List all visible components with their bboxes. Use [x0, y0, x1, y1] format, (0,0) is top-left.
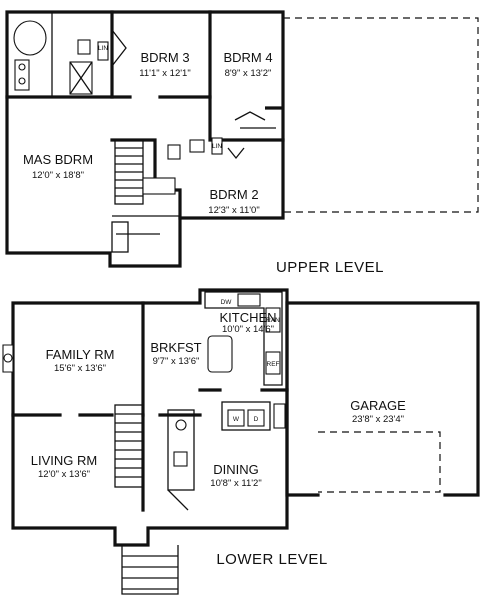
- room-name-brkfst: BRKFST: [150, 340, 201, 355]
- bathtub-icon: [13, 20, 47, 56]
- room-name-living-rm: LIVING RM: [31, 453, 97, 468]
- fireplace-hearth-icon: [3, 353, 13, 363]
- room-size-brkfst: 9'7" x 13'6": [153, 356, 200, 367]
- entry-steps: [121, 545, 179, 595]
- mas-closet: [112, 215, 180, 235]
- laundry-room: [221, 401, 271, 431]
- linen-closet-b-icon: [211, 137, 223, 155]
- linen-closet-icon: [97, 41, 109, 61]
- room-size-bdrm2: 12'3" x 11'0": [208, 205, 259, 216]
- room-name-mas-bdrm: MAS BDRM: [23, 152, 93, 167]
- room-size-mas-bdrm: 12'0" x 18'8": [32, 170, 84, 181]
- room-name-dining: DINING: [213, 462, 259, 477]
- room-size-garage: 23'8" x 23'4": [352, 414, 404, 425]
- upper-stair-treads: [115, 147, 143, 197]
- kitchen-counter: [204, 291, 283, 386]
- room-name-bdrm4: BDRM 4: [223, 50, 272, 65]
- sink-basin-icon: [18, 63, 26, 71]
- laundry-door-icon: [273, 403, 286, 429]
- room-size-living-rm: 12'0" x 13'6": [38, 469, 90, 480]
- garage-door-outline: [318, 431, 441, 493]
- washer-label: W: [233, 416, 240, 423]
- sink-kitchen-icon: [237, 293, 261, 307]
- powder-door-swing: [167, 489, 189, 511]
- room-size-bdrm3: 11'1" x 12'1": [139, 68, 190, 79]
- hall-bath-sink-icon: [189, 139, 205, 153]
- shower-x: [69, 61, 93, 95]
- powder-toilet-icon: [173, 451, 188, 467]
- room-name-family-rm: FAMILY RM: [46, 347, 115, 362]
- room-size-bdrm4: 8'9" x 13'2": [225, 68, 272, 79]
- refrigerator-icon: [265, 351, 281, 375]
- room-name-bdrm3: BDRM 3: [140, 50, 189, 65]
- lower-level-label: LOWER LEVEL: [216, 551, 327, 568]
- garage-roof-outline: [283, 17, 479, 213]
- room-size-family-rm: 15'6" x 13'6": [54, 363, 106, 374]
- upper-level-plan: LIN LIN BDRM 3 11'1" x 12'1" BDRM 4 8'9"…: [5, 10, 479, 276]
- room-name-garage: GARAGE: [350, 398, 406, 413]
- dishwasher-label: DW: [221, 299, 233, 306]
- hall-walls-lower: [141, 413, 202, 512]
- range-icon: [265, 307, 281, 333]
- linen-label-b: LIN: [212, 143, 222, 150]
- lower-level-plan: DW RAN REF W D KITCHEN 10'0" x 14'6" BRK…: [2, 288, 480, 595]
- hall-bath-tub-icon: [142, 177, 176, 195]
- lower-exterior-walls: [11, 288, 289, 547]
- bdrm4-closet: [234, 111, 276, 129]
- bdrm2-closet: [227, 147, 245, 160]
- washer-icon: [227, 409, 245, 427]
- linen-label-a: LIN: [98, 45, 108, 52]
- dryer-label: D: [254, 416, 259, 423]
- powder-room: [167, 409, 195, 491]
- powder-sink-icon: [175, 419, 187, 431]
- room-name-bdrm2: BDRM 2: [209, 187, 258, 202]
- lower-stair-treads: [115, 413, 143, 478]
- upper-closet-box: [111, 221, 129, 253]
- upper-level-label: UPPER LEVEL: [276, 259, 384, 276]
- range-label: RAN: [266, 317, 280, 324]
- bdrm3-closet: [111, 29, 127, 67]
- sink-basin-icon: [18, 77, 26, 85]
- dryer-icon: [247, 409, 265, 427]
- hall-bath-toilet-icon: [167, 144, 181, 160]
- room-name-kitchen: KITCHEN: [219, 310, 276, 325]
- lower-stair: [114, 404, 144, 488]
- upper-exterior-walls: [5, 10, 285, 268]
- kitchen-island-icon: [207, 335, 233, 373]
- bdrm4-walls: [208, 95, 285, 142]
- refrigerator-label: REF: [267, 361, 280, 368]
- room-size-kitchen: 10'0" x 14'6": [222, 324, 274, 335]
- toilet-icon: [77, 39, 91, 55]
- room-size-dining: 10'8" x 11'2": [210, 478, 261, 489]
